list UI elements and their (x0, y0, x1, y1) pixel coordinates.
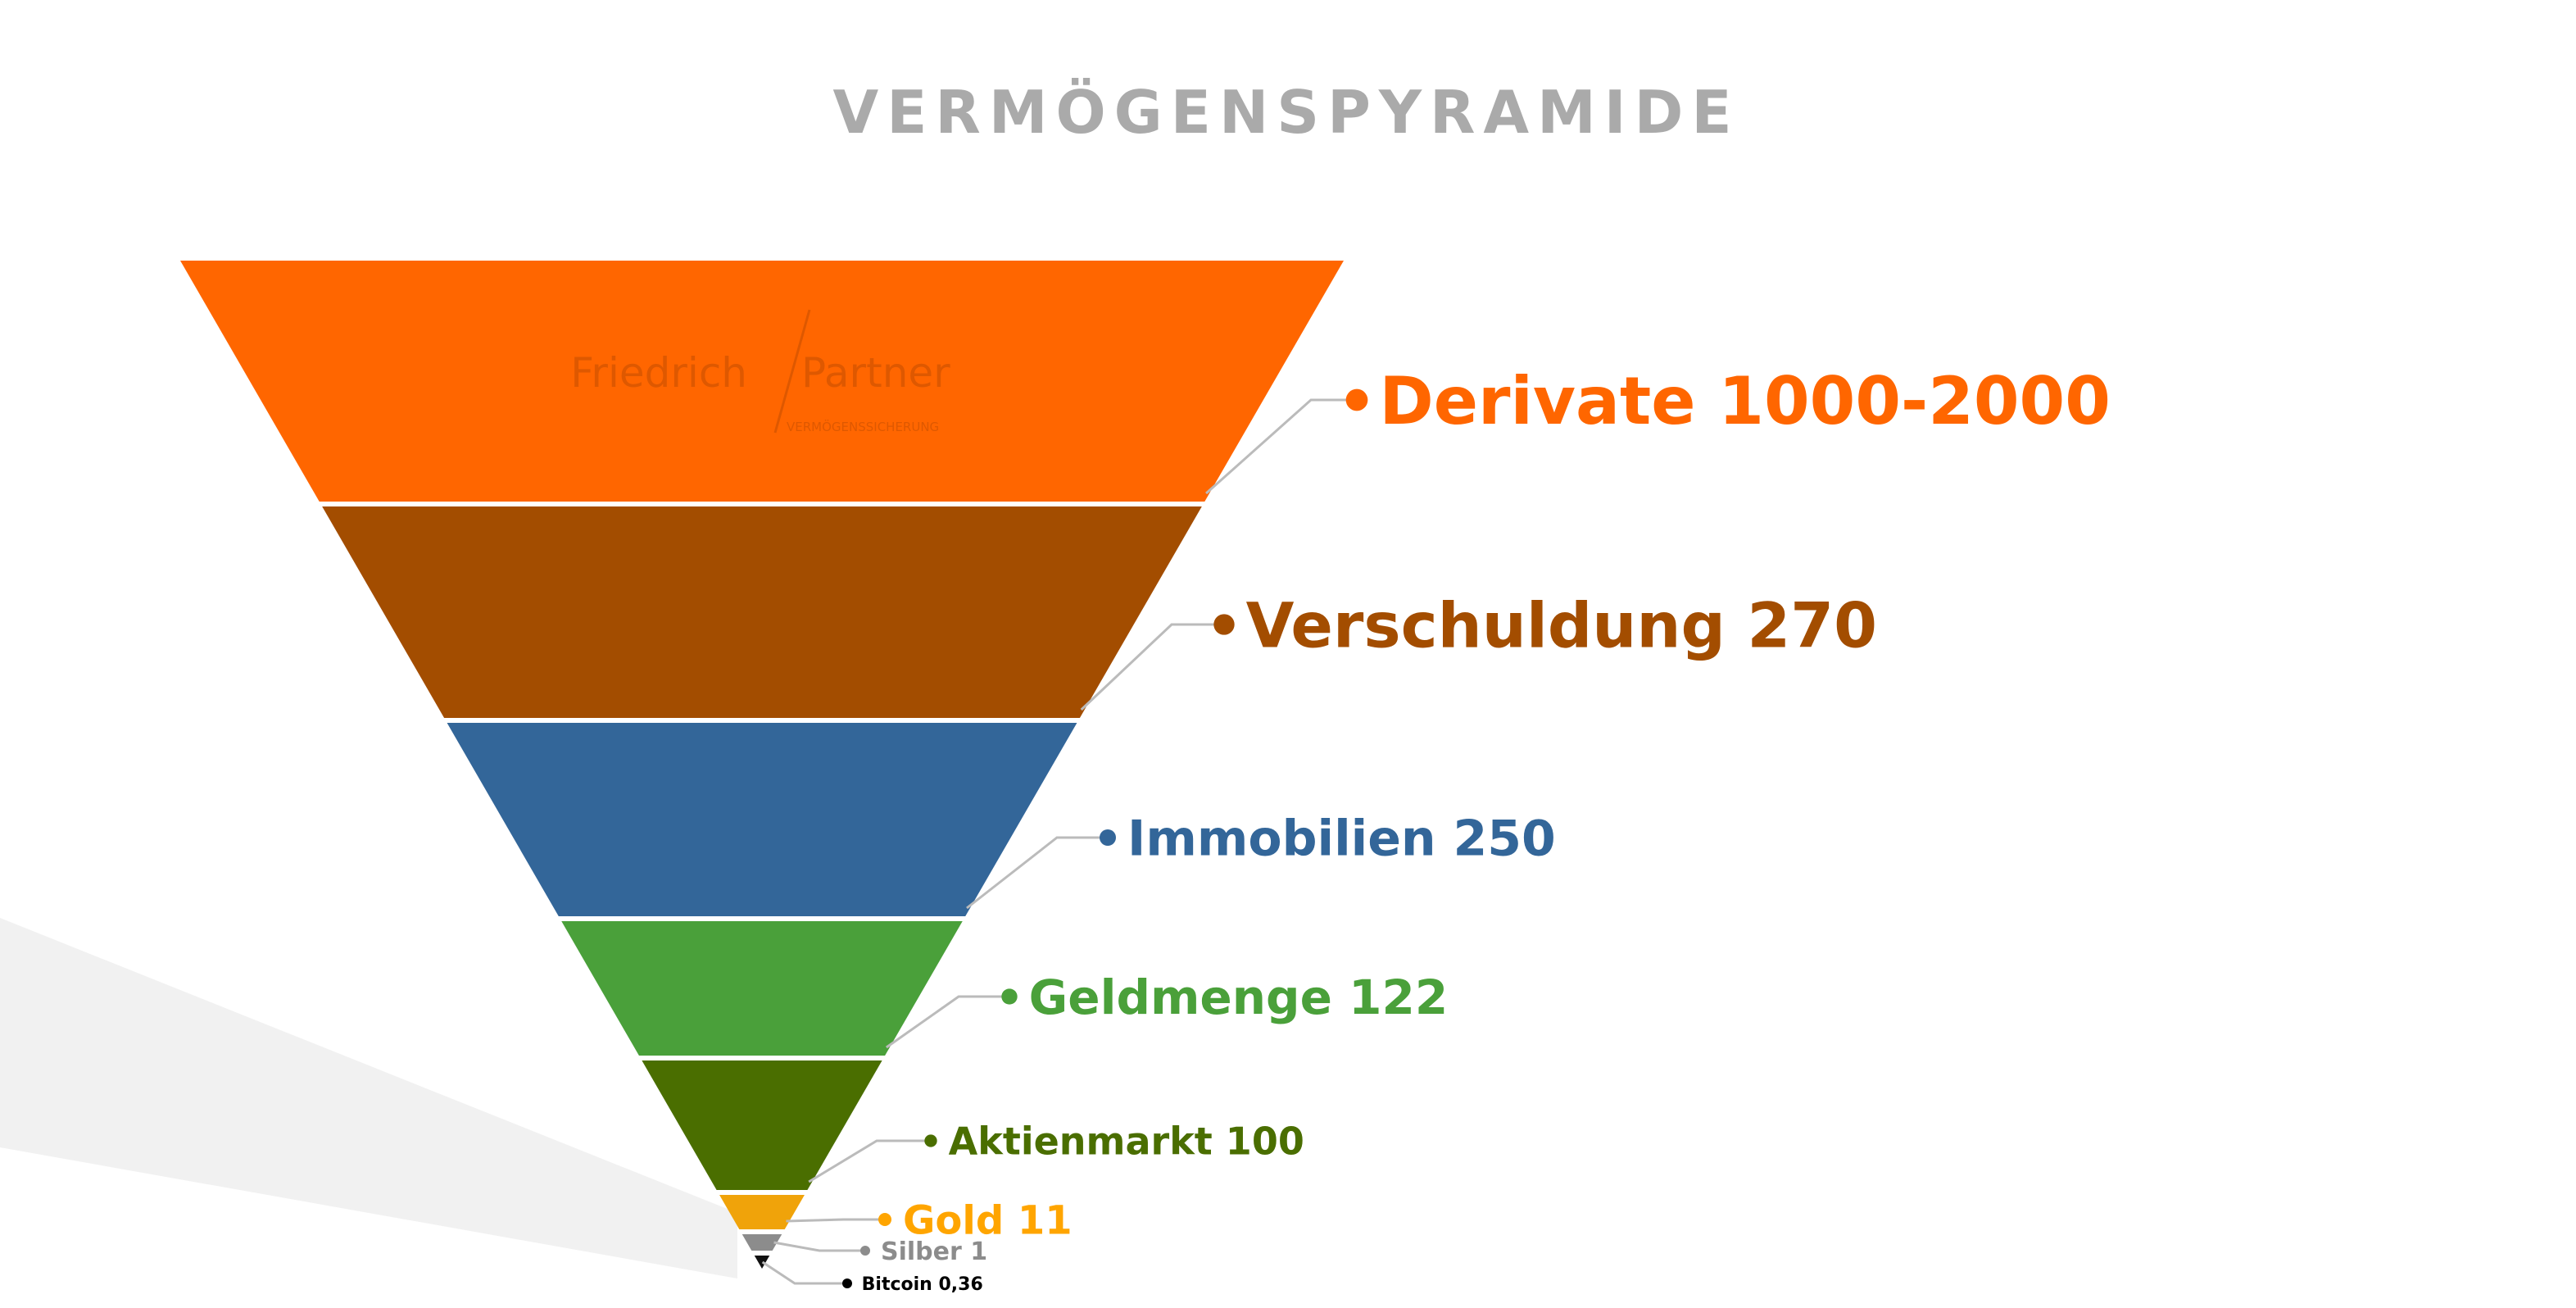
funnel-band-derivate (180, 261, 1344, 502)
chart-title: VERMÖGENSPYRAMIDE (832, 78, 1739, 147)
data-label-gold: Gold 11 (903, 1197, 1073, 1243)
data-label-silber: Silber 1 (881, 1238, 987, 1266)
funnel-band-immobilien (447, 723, 1077, 916)
label-dot (878, 1213, 891, 1226)
leader-line (786, 1218, 885, 1223)
leader-line (1080, 623, 1224, 711)
leader-line (885, 995, 1009, 1049)
leader-line (966, 836, 1108, 910)
data-label-geldmenge: Geldmenge 122 (1029, 970, 1449, 1025)
data-label-bitcoin: Bitcoin 0,36 (862, 1274, 983, 1295)
leader-line (773, 1241, 865, 1252)
funnel-band-gold (719, 1195, 805, 1229)
data-label-derivate: Derivate 1000-2000 (1379, 363, 2111, 439)
label-dot (1100, 829, 1116, 846)
watermark-name-right: Partner (801, 349, 950, 397)
label-dot (860, 1246, 870, 1256)
funnel-band-silber (742, 1234, 782, 1251)
watermark-tagline: VERMÖGENSSICHERUNG (787, 419, 939, 434)
leader-line (808, 1139, 931, 1183)
funnel-band-verschuldung (322, 506, 1202, 718)
label-dot (1345, 388, 1368, 411)
label-dot (1213, 614, 1235, 635)
label-dot (842, 1278, 852, 1288)
leader-line (761, 1260, 847, 1285)
background-shadow (0, 918, 737, 1278)
watermark-logo: Friedrich Partner VERMÖGENSSICHERUNG (570, 309, 950, 434)
funnel-band-bitcoin (754, 1256, 770, 1269)
leader-line (1205, 398, 1357, 495)
data-label-immobilien: Immobilien 250 (1127, 811, 1556, 868)
funnel-band-geldmenge (561, 921, 963, 1056)
label-dot (924, 1134, 937, 1147)
watermark-name-left: Friedrich (570, 349, 747, 397)
data-label-verschuldung: Verschuldung 270 (1246, 588, 1877, 661)
label-dot (1001, 988, 1018, 1005)
funnel-band-aktienmarkt (642, 1060, 882, 1190)
data-label-aktienmarkt: Aktienmarkt 100 (949, 1120, 1304, 1164)
